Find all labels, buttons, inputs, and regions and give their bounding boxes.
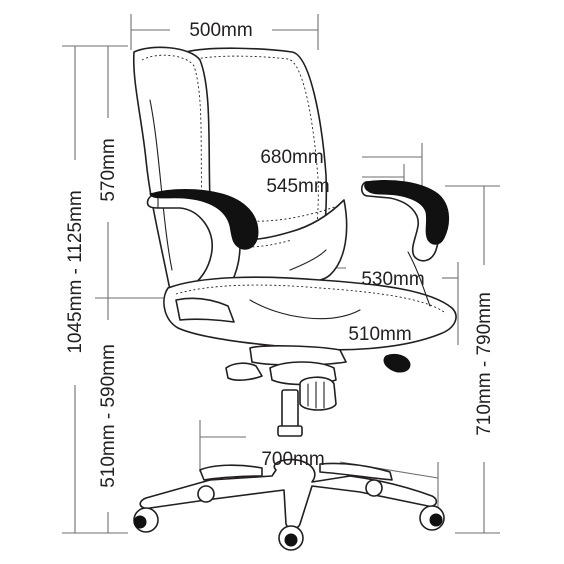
arm-width-label: 545mm	[266, 176, 329, 197]
arm-height-label: 710mm - 790mm	[474, 292, 495, 436]
dimension-labels: 500mm 680mm 545mm 530mm 510mm 700mm 1045…	[65, 20, 495, 488]
backrest-cushion	[132, 46, 348, 291]
tilt-knob-right	[383, 353, 411, 373]
width-label: 500mm	[189, 20, 252, 41]
base-diameter-label: 700mm	[261, 449, 324, 470]
right-armrest-pad	[364, 180, 449, 245]
seat-mechanism	[249, 345, 347, 366]
back-height-label: 570mm	[98, 138, 119, 201]
cylinder-sleeve	[277, 425, 303, 437]
tilt-paddle-left	[225, 362, 263, 381]
caster-front-center	[278, 525, 304, 551]
seat-height-label: 510mm - 590mm	[98, 344, 119, 488]
left-arm-support	[175, 297, 235, 323]
overall-height-label: 1045mm - 1125mm	[65, 190, 86, 353]
overall-width-label: 680mm	[260, 147, 323, 168]
chair-illustration	[132, 46, 457, 551]
seat-width-label: 510mm	[348, 324, 411, 345]
height-adjust-knob	[299, 376, 337, 411]
caster-rear-right	[365, 479, 383, 497]
caster-front-right	[419, 505, 445, 531]
gas-cylinder	[281, 389, 299, 429]
base-rear-left-leg	[199, 464, 263, 481]
base-rear-right-leg	[319, 462, 393, 481]
caster-front-left	[133, 507, 159, 533]
seat-depth-label: 530mm	[361, 269, 424, 290]
left-armrest-pad	[149, 189, 259, 250]
seat-cushion	[163, 276, 457, 351]
caster-rear-left	[197, 485, 215, 503]
